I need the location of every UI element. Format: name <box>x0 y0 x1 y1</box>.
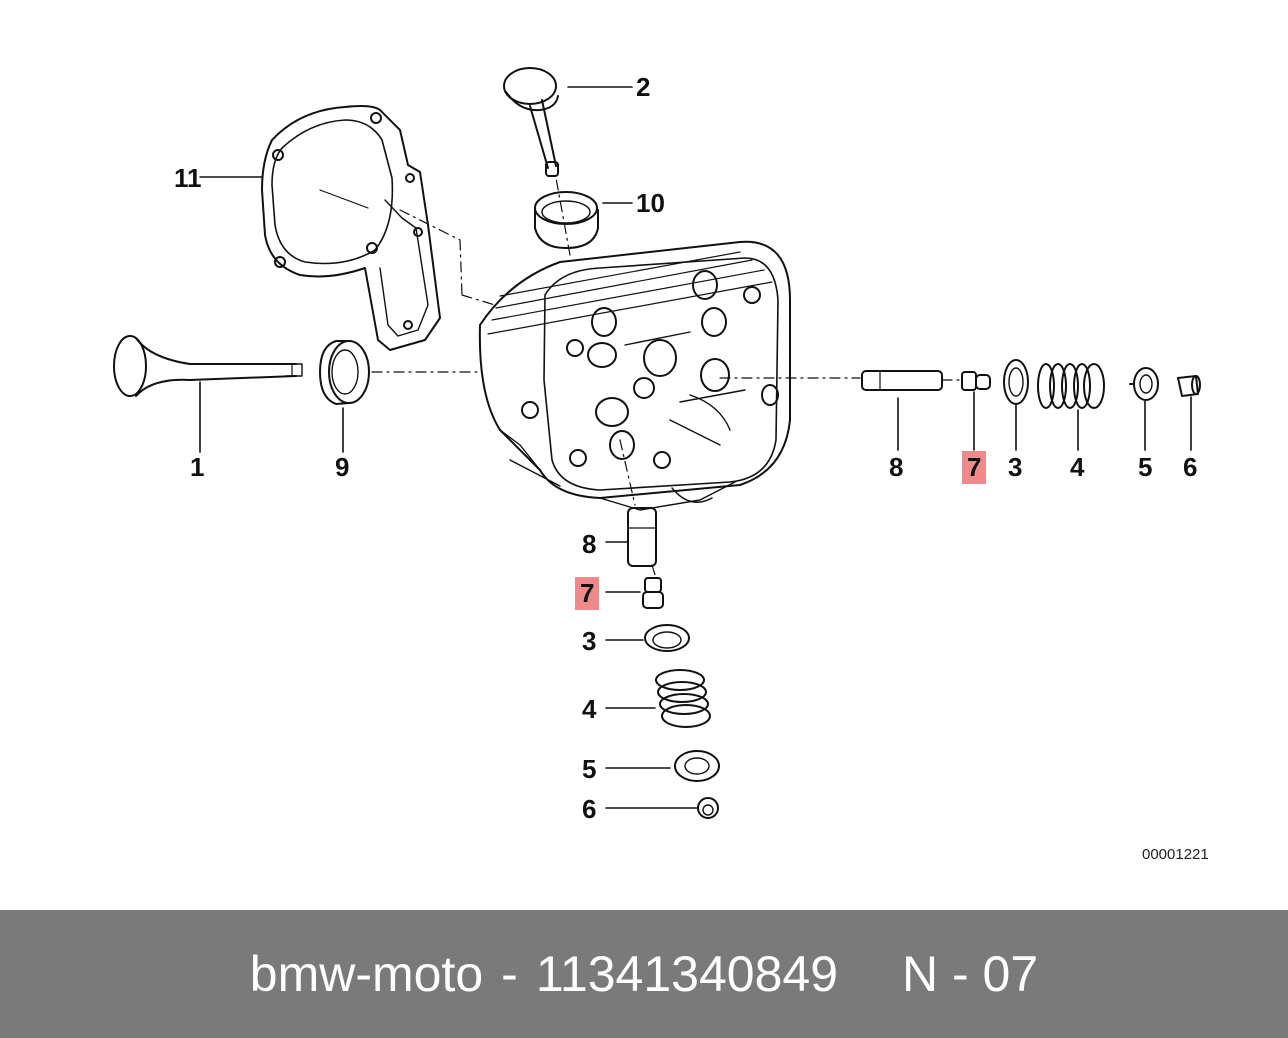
callout-11: 11 <box>174 163 202 193</box>
spring-seat-lower <box>644 624 690 652</box>
valve-stem-seal-lower <box>642 577 664 609</box>
exhaust-valve-top <box>503 67 559 177</box>
valve-spring-right <box>1037 363 1105 409</box>
valve-stem-seal-right <box>961 371 991 391</box>
callout-9: 9 <box>335 452 350 482</box>
callout-3-right: 3 <box>1008 452 1023 482</box>
valve-seat-ring-left <box>319 340 370 405</box>
callout-7-right-highlighted: 7 <box>962 451 987 484</box>
cylinder-head <box>478 240 791 511</box>
cylinder-head-gasket <box>261 105 441 351</box>
spring-retainer-right <box>1129 367 1159 401</box>
callout-2: 2 <box>636 72 651 102</box>
callout-5-lower: 5 <box>582 754 597 784</box>
intake-valve-left <box>113 335 303 397</box>
footer-caption: bmw-moto - 11341340849 N - 07 <box>0 910 1288 1038</box>
footer-page-code: N - 07 <box>902 946 1039 1002</box>
callout-3-lower: 3 <box>582 626 597 656</box>
valve-cotter-lower <box>697 797 719 819</box>
callout-1: 1 <box>190 452 205 482</box>
callout-7-lower-highlighted: 7 <box>575 577 600 610</box>
spring-seat-right <box>1003 359 1029 405</box>
callout-8-right: 8 <box>889 452 904 482</box>
assembly-axes <box>371 177 961 579</box>
callout-5-right: 5 <box>1138 452 1153 482</box>
footer-part-number: 11341340849 <box>535 946 839 1002</box>
footer-separator: - <box>501 946 518 1002</box>
valve-cotter-right <box>1177 375 1201 397</box>
callout-8-lower: 8 <box>582 529 597 559</box>
diagram-reference-number: 00001221 <box>1142 846 1209 863</box>
valve-spring-lower <box>655 669 711 728</box>
footer-brand: bmw-moto <box>249 946 484 1002</box>
diagram-drawing <box>113 67 1201 819</box>
callout-10: 10 <box>636 188 665 218</box>
footer-bar: bmw-moto - 11341340849 N - 07 <box>0 910 1288 1038</box>
parts-diagram: 11 2 10 1 9 8 7 3 4 5 6 8 7 3 4 5 6 0000… <box>113 67 1209 863</box>
leader-lines <box>199 86 1192 809</box>
spring-retainer-lower <box>674 750 720 782</box>
valve-seat-ring-top <box>534 191 599 249</box>
callout-4-lower: 4 <box>582 694 597 724</box>
callout-6-lower: 6 <box>582 794 597 824</box>
valve-guide-right <box>861 370 943 391</box>
callout-6-right: 6 <box>1183 452 1198 482</box>
valve-guide-lower <box>627 507 657 567</box>
callout-4-right: 4 <box>1070 452 1085 482</box>
